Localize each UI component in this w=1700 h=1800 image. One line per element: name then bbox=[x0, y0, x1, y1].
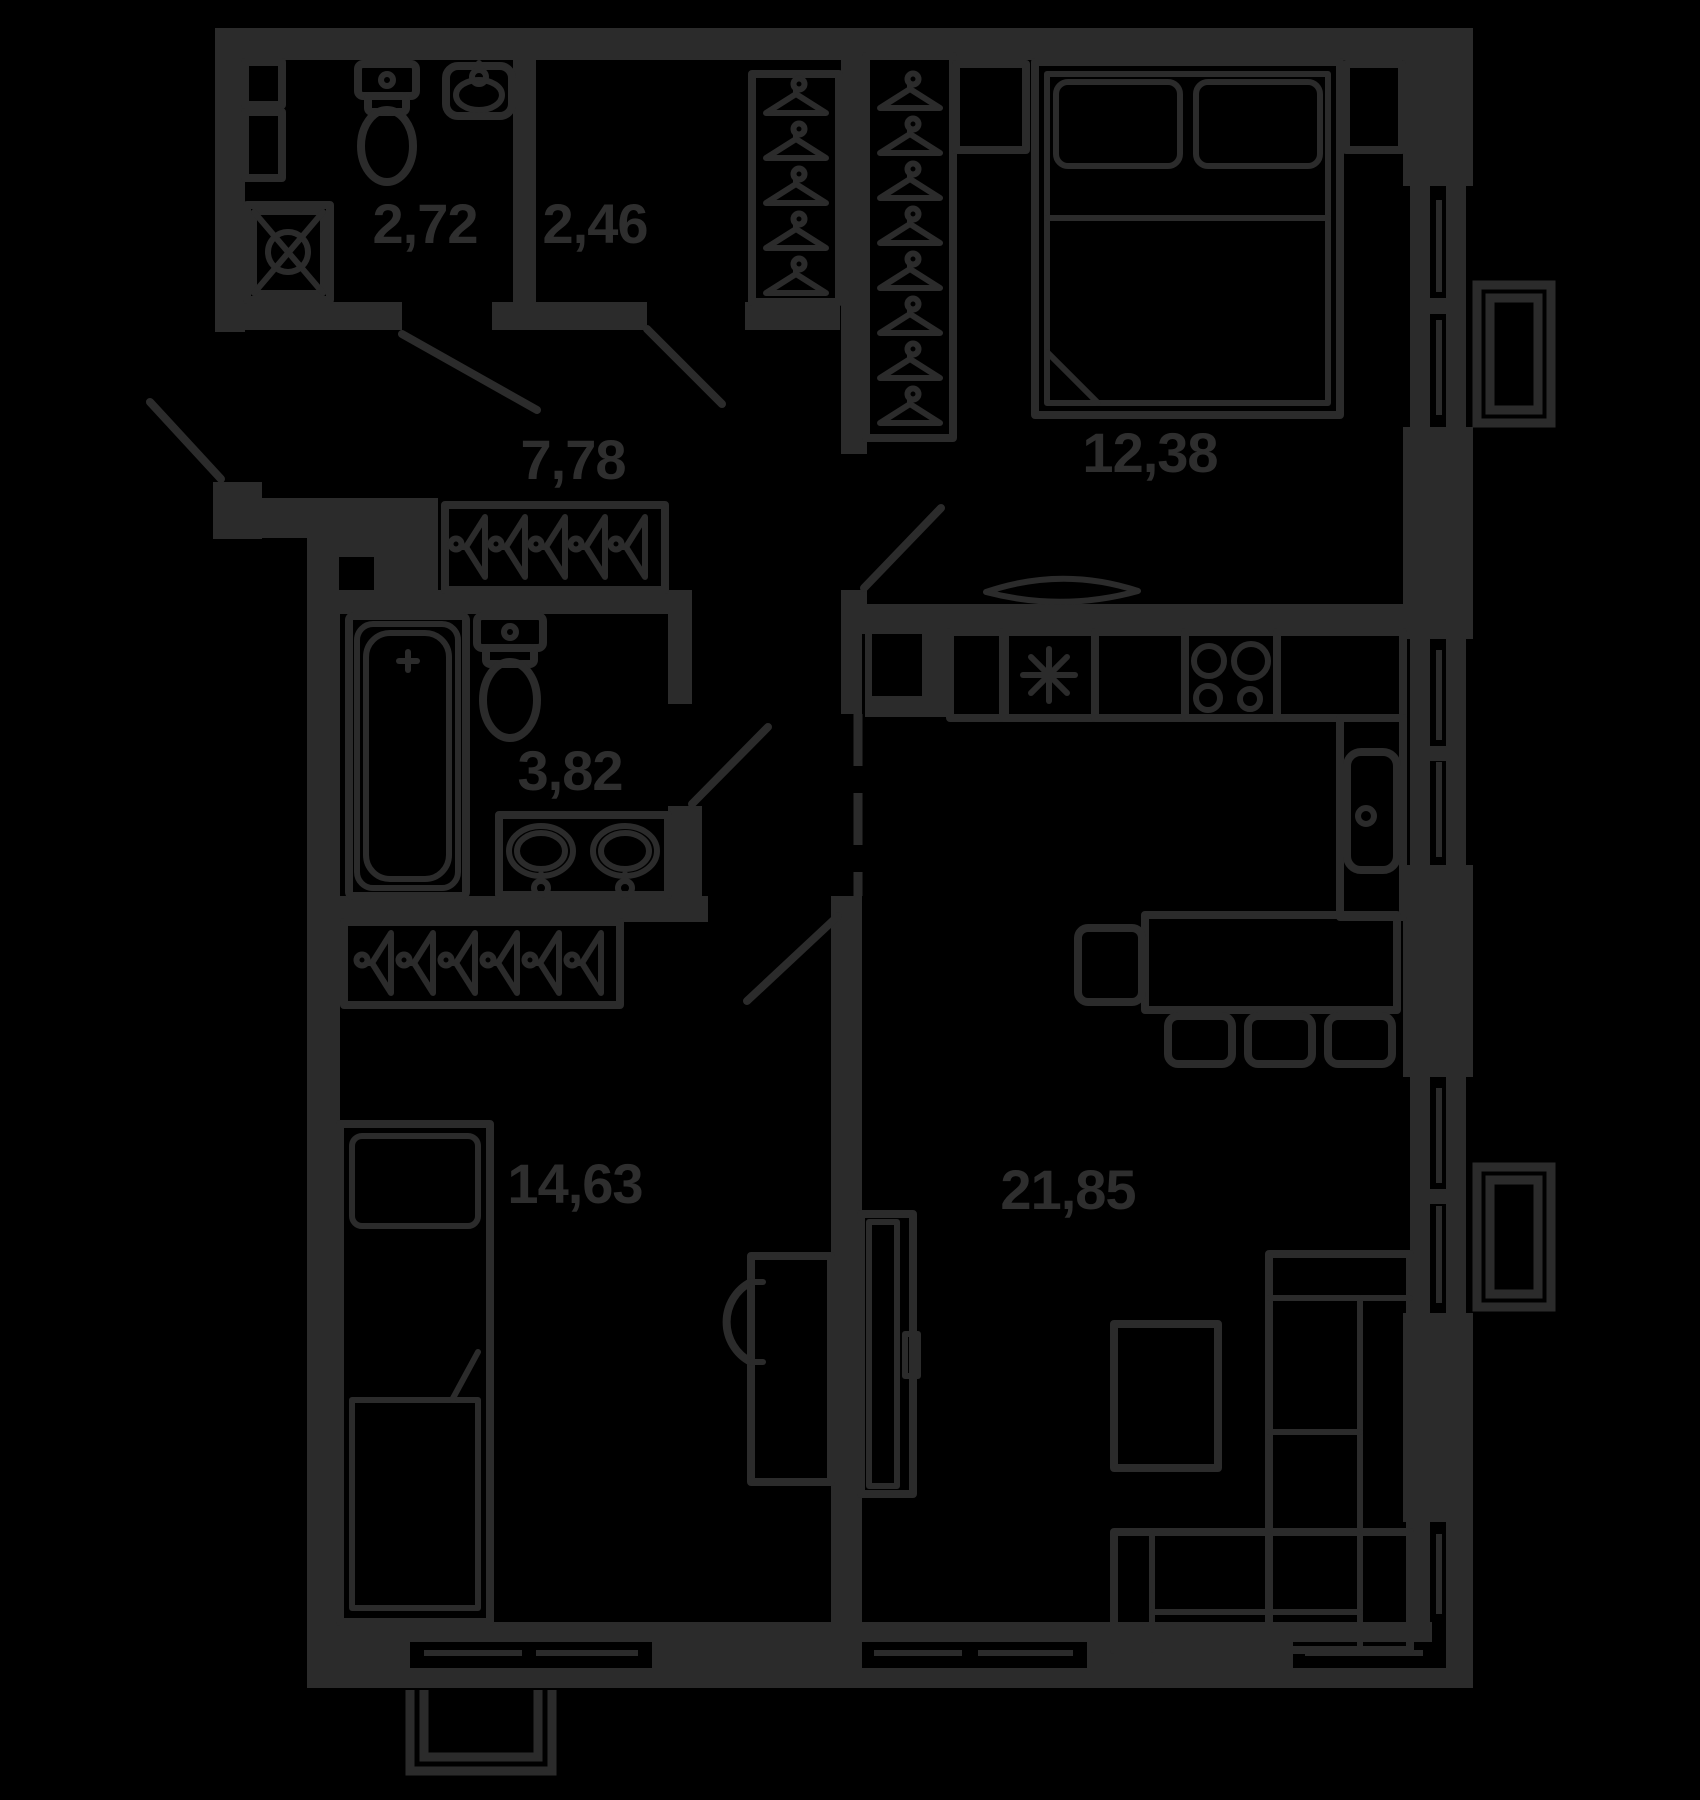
bathroom-door-swing bbox=[688, 723, 772, 808]
wc-door-swing bbox=[398, 330, 541, 414]
wall-segment bbox=[668, 806, 702, 910]
room2-door-swing bbox=[743, 912, 842, 1005]
wall-segment bbox=[307, 1622, 410, 1688]
balcony-ledge bbox=[405, 1690, 557, 1776]
chair-icon bbox=[722, 1278, 766, 1366]
toilet-icon bbox=[354, 60, 420, 186]
doors bbox=[146, 325, 945, 1005]
room-bedroom-2: 14,63 bbox=[336, 918, 835, 1626]
coat-rack bbox=[441, 501, 669, 594]
room2-window bbox=[410, 1622, 652, 1688]
wall-segment bbox=[1403, 28, 1473, 186]
wall-segment bbox=[1403, 1313, 1473, 1522]
wall-segment bbox=[262, 498, 438, 538]
wardrobe-rack bbox=[862, 52, 957, 442]
wall-segment bbox=[513, 58, 536, 304]
room-area-label: 7,78 bbox=[521, 428, 626, 491]
nightstand bbox=[1342, 60, 1406, 154]
wall-segment bbox=[652, 1622, 860, 1688]
room-closet: 2,46 bbox=[543, 70, 843, 306]
windows bbox=[405, 185, 1556, 1776]
wall-segment bbox=[1403, 427, 1473, 639]
ac-basket-icon bbox=[1472, 280, 1556, 428]
pillow bbox=[349, 1133, 481, 1229]
room-area-label: 21,85 bbox=[1000, 1158, 1135, 1221]
blanket-fold bbox=[1044, 349, 1101, 406]
shower-icon bbox=[243, 201, 334, 304]
corner-sofa-icon bbox=[1110, 1250, 1414, 1654]
double-bed-icon bbox=[1031, 58, 1344, 419]
coffee-table bbox=[1110, 1320, 1222, 1472]
corner-window bbox=[1293, 1520, 1466, 1688]
chair-icon bbox=[1074, 924, 1146, 1006]
room-wc: 2,72 bbox=[243, 60, 516, 304]
chair-icon bbox=[1324, 1012, 1396, 1068]
chair-icon bbox=[1164, 1012, 1236, 1068]
wall-segment bbox=[307, 896, 708, 922]
room-area-label: 2,72 bbox=[373, 192, 478, 255]
wall-segment bbox=[213, 482, 262, 539]
living-window bbox=[1410, 1075, 1466, 1315]
room-kitchen-living: 21,85 bbox=[857, 628, 1414, 1654]
room-hallway: 7,78 bbox=[441, 428, 669, 594]
bedroom-window bbox=[1410, 185, 1466, 429]
double-sink-vanity-icon bbox=[495, 811, 672, 899]
wall-segment bbox=[215, 302, 402, 330]
bedroom-door-swing bbox=[860, 504, 945, 592]
wall-segment bbox=[215, 28, 1473, 60]
closet-door-swing bbox=[643, 325, 726, 408]
duct-shaft-icon bbox=[241, 108, 286, 182]
room-bedroom: 12,38 bbox=[862, 52, 1406, 605]
room-bathroom: 3,82 bbox=[345, 612, 672, 900]
chair-icon bbox=[1244, 1012, 1316, 1068]
nightstand bbox=[952, 60, 1030, 154]
bathtub-icon bbox=[345, 612, 470, 900]
living-bottom-window bbox=[860, 1622, 1087, 1688]
walls bbox=[213, 28, 1473, 1688]
duct-shaft-icon bbox=[241, 58, 286, 109]
room-area-label: 2,46 bbox=[543, 192, 648, 255]
room-area-label: 14,63 bbox=[507, 1152, 642, 1215]
wardrobe-rack bbox=[340, 918, 624, 1009]
wall-segment bbox=[745, 302, 840, 330]
wall-segment bbox=[1087, 1622, 1293, 1688]
desk bbox=[747, 1252, 835, 1486]
single-bed-icon bbox=[336, 1120, 494, 1626]
wall-segment bbox=[668, 590, 692, 704]
kitchen-shaft-notch bbox=[872, 634, 922, 696]
wall-segment bbox=[215, 28, 245, 332]
wall-segment bbox=[307, 590, 340, 1688]
wall-segment bbox=[1403, 865, 1473, 1077]
tv-icon bbox=[857, 1210, 921, 1498]
room-area-label: 3,82 bbox=[518, 739, 623, 802]
wall-segment bbox=[841, 632, 862, 714]
blanket-fold bbox=[449, 1349, 481, 1403]
curved-panel bbox=[983, 575, 1141, 605]
entrance-door-swing bbox=[146, 398, 225, 483]
pillow bbox=[1193, 79, 1323, 169]
balcony-ledge-inner bbox=[419, 1690, 543, 1762]
toilet-icon bbox=[473, 612, 547, 742]
room-area-label: 12,38 bbox=[1082, 421, 1217, 484]
ac-basket-icon bbox=[1472, 1162, 1556, 1312]
wall-segment bbox=[492, 302, 536, 330]
wall-segment bbox=[1465, 1520, 1473, 1688]
wardrobe-rack bbox=[748, 70, 843, 306]
kitchen-window bbox=[1410, 637, 1466, 867]
sink-icon bbox=[442, 60, 516, 120]
wall-segment bbox=[831, 896, 862, 1688]
wall-segment bbox=[536, 302, 647, 330]
pillow bbox=[1053, 79, 1183, 169]
entry-closet-notch bbox=[339, 557, 374, 596]
